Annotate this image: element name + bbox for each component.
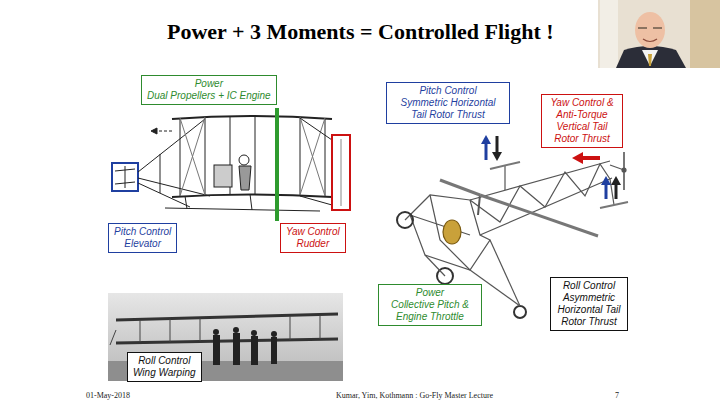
callout-heading: Pitch Control (114, 226, 171, 238)
wright-flyer-photo (108, 293, 343, 381)
callout-body: Elevator (114, 238, 171, 250)
callout-box: Pitch ControlElevator (108, 223, 177, 253)
footer-text: Kumar, Yim, Kothmann : Go-Fly Master Lec… (336, 391, 493, 401)
wright-flyer-drawing (112, 108, 350, 221)
callout-box: Pitch ControlSymmetric Horizontal Tail R… (386, 82, 510, 124)
footer-text: 01-May-2018 (86, 391, 130, 401)
callout-box: Yaw ControlRudder (280, 223, 346, 253)
callout-body: Symmetric Horizontal Tail Rotor Thrust (392, 97, 504, 121)
callout-body: Asymmetric Horizontal Tail Rotor Thrust (556, 292, 622, 328)
footer-text: 7 (615, 391, 619, 401)
callout-box: PowerDual Propellers + IC Engine (141, 75, 277, 105)
callout-heading: Power (384, 287, 476, 299)
callout-heading: Roll Control (133, 355, 196, 367)
callout-heading: Yaw Control & Anti-Torque (547, 97, 617, 121)
callout-body: Wing Warping (133, 367, 196, 379)
callout-box: Yaw Control & Anti-TorqueVertical Tail R… (541, 94, 623, 148)
slide-title: Power + 3 Moments = Controlled Flight ! (167, 19, 554, 45)
callout-body: Dual Propellers + IC Engine (147, 90, 271, 102)
callout-body: Rudder (286, 238, 340, 250)
callout-heading: Power (147, 78, 271, 90)
callout-heading: Yaw Control (286, 226, 340, 238)
callout-box: Roll ControlAsymmetric Horizontal Tail R… (550, 277, 628, 331)
callout-box: PowerCollective Pitch & Engine Throttle (378, 284, 482, 326)
callout-body: Collective Pitch & Engine Throttle (384, 299, 476, 323)
callout-body: Vertical Tail Rotor Thrust (547, 121, 617, 145)
webcam-inset (598, 0, 720, 68)
callout-heading: Pitch Control (392, 85, 504, 97)
callout-box: Roll ControlWing Warping (127, 352, 202, 382)
callout-heading: Roll Control (556, 280, 622, 292)
